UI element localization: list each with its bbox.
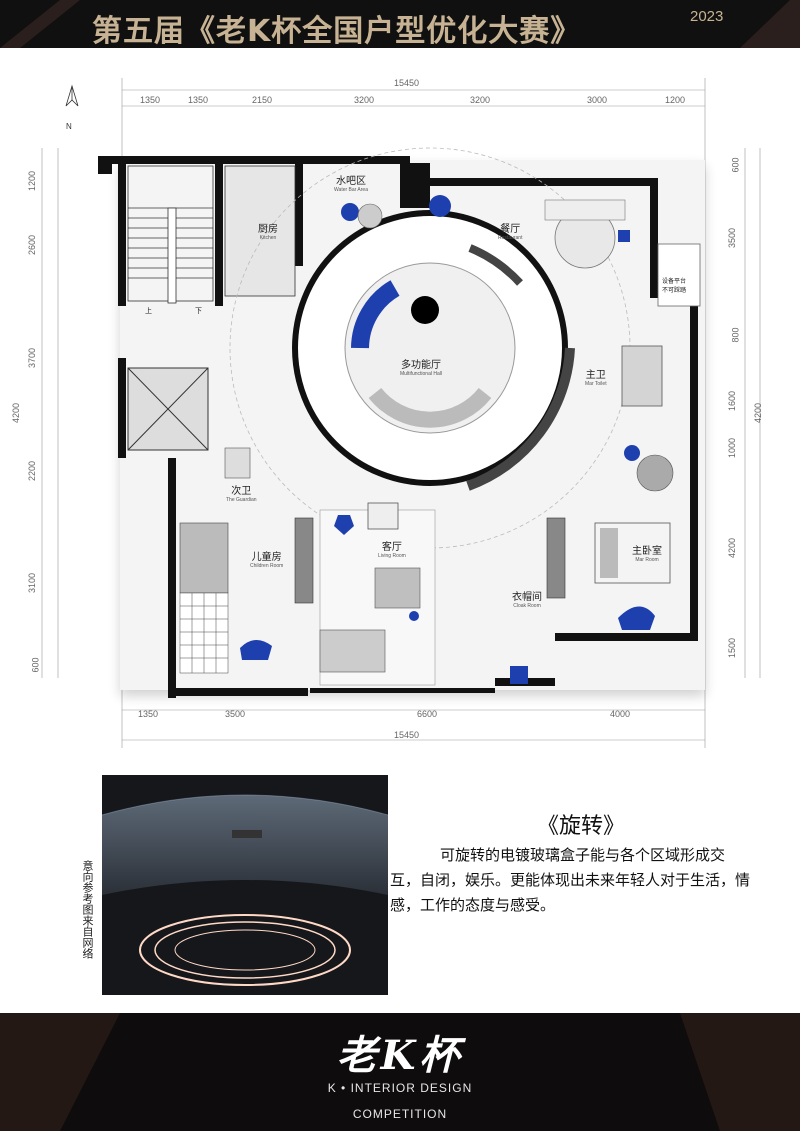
- room-master-bedroom-label: 主卧室: [632, 546, 662, 557]
- dim-right-8: 1500: [727, 637, 738, 659]
- room-master-toilet: 主卫 Mar Toilet: [585, 366, 607, 387]
- dim-bottom-2: 3500: [225, 709, 246, 719]
- dim-left-7: 600: [30, 657, 41, 673]
- room-multifunction-en: Multifunctional Hall: [400, 371, 442, 377]
- dim-bottom-total: 15450: [394, 730, 420, 740]
- dim-right-2: 3500: [727, 227, 738, 249]
- room-kitchen: 厨房 Kitchen: [258, 220, 278, 241]
- room-master-toilet-en: Mar Toilet: [585, 381, 607, 387]
- dim-bottom-3: 6600: [417, 709, 438, 719]
- room-equipment: 设备平台 不可踩踏: [662, 276, 686, 294]
- floor-plan-drawing: [41, 78, 761, 748]
- dim-left-2: 2600: [27, 234, 38, 256]
- footer-subtitle-1: K • INTERIOR DESIGN: [327, 1081, 473, 1095]
- dim-bottom-1: 1350: [138, 709, 159, 719]
- competition-year: 2023: [690, 8, 724, 25]
- room-guardian-label: 次卫: [231, 486, 252, 497]
- room-living-label: 客厅: [381, 542, 402, 553]
- competition-title: 第五届《老K杯全国户型优化大赛》: [92, 14, 582, 48]
- north-label: N: [66, 122, 72, 131]
- staircase: [127, 165, 214, 304]
- room-master-toilet-label: 主卫: [585, 370, 606, 381]
- dim-top-7: 1200: [665, 95, 686, 105]
- concept-title: 《旋转》: [537, 814, 626, 839]
- dim-left-4: 4200: [11, 402, 22, 424]
- room-kitchen-label: 厨房: [258, 224, 278, 235]
- room-multifunction-label: 多功能厅: [400, 360, 441, 371]
- dim-top-4: 3200: [354, 95, 375, 105]
- room-restaurant-en: Restaurant: [498, 235, 523, 241]
- footer-banner: 老K杯 K • INTERIOR DESIGN COMPETITION: [0, 1013, 800, 1131]
- room-cloak: 衣帽间 Cloak Room: [512, 588, 542, 609]
- dim-bottom-4: 4000: [610, 709, 631, 719]
- reference-caption: 意向参考图来自网络: [81, 860, 94, 959]
- concept-description: 可旋转的电镀玻璃盒子能与各个区域形成交互，自闭，娱乐。更能体现出未来年轻人对于生…: [390, 846, 751, 914]
- north-arrow: [65, 84, 79, 107]
- room-living-en: Living Room: [378, 553, 406, 559]
- dim-top-2: 1350: [188, 95, 209, 105]
- stair-down-label: 下: [195, 307, 202, 315]
- dim-right-3: 800: [730, 327, 741, 343]
- dim-right-6: 1000: [727, 437, 738, 459]
- dim-top-1: 1350: [140, 95, 161, 105]
- header-banner: 第五届《老K杯全国户型优化大赛》 2023: [0, 0, 800, 48]
- footer-logo: 老K杯: [336, 1032, 464, 1079]
- dim-top-5: 3200: [470, 95, 491, 105]
- dim-left-3: 3700: [27, 347, 38, 369]
- room-master-bedroom: 主卧室 Mar Room: [632, 542, 662, 563]
- dim-right-5: 4200: [753, 402, 764, 424]
- dim-top-3: 2150: [252, 95, 273, 105]
- room-children-label: 儿童房: [251, 552, 282, 563]
- stair-up-label: 上: [145, 307, 152, 315]
- reference-photo: [102, 775, 388, 995]
- dim-top-6: 3000: [587, 95, 608, 105]
- dim-left-6: 3100: [27, 572, 38, 594]
- footer-decoration: [0, 1013, 800, 1131]
- room-children-en: Children Room: [250, 563, 284, 569]
- room-restaurant-label: 餐厅: [500, 224, 521, 235]
- room-multifunction: 多功能厅 Multifunctional Hall: [400, 356, 442, 377]
- room-children: 儿童房 Children Room: [250, 548, 283, 569]
- room-living: 客厅 Living Room: [378, 538, 406, 559]
- dim-top-total: 15450: [394, 78, 420, 88]
- dim-right-4: 1600: [727, 390, 738, 412]
- room-water-bar: 水吧区 Water Bar Area: [334, 172, 368, 193]
- room-master-bedroom-en: Mar Room: [635, 557, 659, 563]
- room-kitchen-en: Kitchen: [259, 235, 277, 241]
- room-restaurant: 餐厅 Restaurant: [498, 220, 522, 241]
- header-decoration: [0, 0, 800, 48]
- elevator: [127, 367, 209, 451]
- floor-plan: N 15450 1350 1350 2150 3200 3200 3000 12…: [0, 48, 800, 768]
- room-equipment-label: 设备平台: [662, 278, 687, 285]
- room-cloak-label: 衣帽间: [512, 592, 542, 603]
- room-guardian-en: The Guardian: [226, 497, 257, 503]
- footer-subtitle-2: COMPETITION: [352, 1107, 448, 1121]
- dim-right-1: 600: [730, 157, 741, 173]
- room-water-bar-en: Water Bar Area: [334, 187, 368, 193]
- dim-left-1: 1200: [27, 170, 38, 192]
- room-cloak-en: Cloak Room: [513, 603, 541, 609]
- reference-photo-art: [102, 775, 388, 995]
- room-guardian: 次卫 The Guardian: [226, 482, 257, 503]
- room-equipment-note: 不可踩踏: [662, 287, 687, 294]
- dim-left-5: 2200: [27, 460, 38, 482]
- dim-right-7: 4200: [727, 537, 738, 559]
- room-water-bar-label: 水吧区: [336, 176, 366, 187]
